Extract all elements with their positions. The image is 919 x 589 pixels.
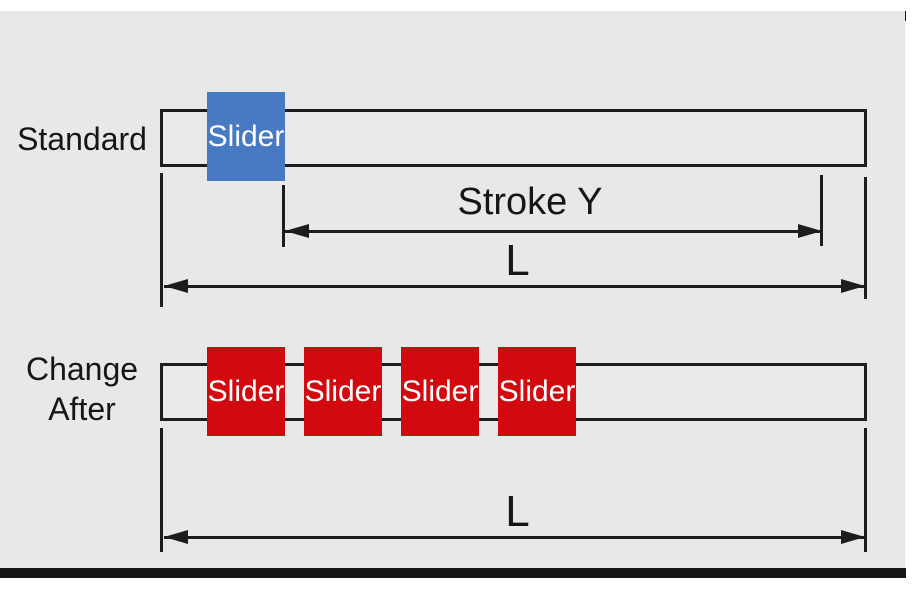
change-after-slider-1: Slider <box>207 347 285 436</box>
length-dimension-label-top: L <box>505 236 530 285</box>
change-after-slider-4: Slider <box>498 347 576 436</box>
standard-row-label: Standard <box>17 121 147 157</box>
length-dimension-line-bottom <box>164 536 865 539</box>
length-bottom-arrow-right-icon <box>841 530 865 544</box>
stroke-start-tick <box>282 185 285 247</box>
change-after-label-line1: Change <box>25 351 139 387</box>
stroke-arrow-left-icon <box>285 224 309 238</box>
length-dimension-label-bottom: L <box>505 487 530 536</box>
length-top-arrow-left-icon <box>164 279 188 293</box>
slider-label: Slider <box>498 374 576 408</box>
extension-line-left-top <box>160 173 163 307</box>
slider-label: Slider <box>207 374 285 408</box>
extension-line-right-bottom <box>864 428 867 552</box>
slider-label: Slider <box>401 374 479 408</box>
stroke-dimension-label: Stroke Y <box>457 181 603 223</box>
length-dimension-line-top <box>164 285 865 288</box>
change-after-slider-3: Slider <box>401 347 479 436</box>
slider-label: Slider <box>304 374 382 408</box>
extension-line-right-top <box>864 177 867 299</box>
stroke-arrow-right-icon <box>798 224 822 238</box>
change-after-row-label: Change After <box>8 349 156 429</box>
diagram-canvas <box>0 11 905 568</box>
length-top-arrow-right-icon <box>841 279 865 293</box>
standard-slider: Slider <box>207 92 285 181</box>
stroke-end-tick <box>820 175 823 246</box>
stroke-dimension-line <box>285 230 822 233</box>
change-after-slider-2: Slider <box>304 347 382 436</box>
change-after-label-line2: After <box>48 391 116 427</box>
standard-slider-label: Slider <box>207 119 285 153</box>
extension-line-left-bottom <box>160 428 163 552</box>
frame-bottom-border <box>0 568 906 578</box>
length-bottom-arrow-left-icon <box>164 530 188 544</box>
